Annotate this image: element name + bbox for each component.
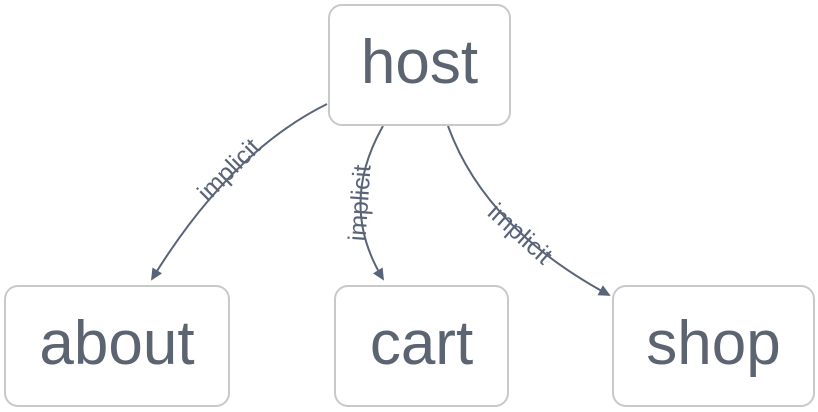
node-shop: shop	[612, 285, 815, 407]
edge-host-shop	[447, 125, 611, 296]
edge-label-host-shop: implicit	[482, 198, 558, 270]
node-host: host	[328, 4, 511, 126]
node-cart-label: cart	[369, 309, 474, 378]
node-cart: cart	[334, 285, 509, 407]
node-about-label: about	[39, 309, 195, 378]
node-shop-label: shop	[646, 309, 781, 378]
node-about: about	[4, 285, 230, 407]
node-host-label: host	[360, 28, 479, 97]
edge-host-about	[151, 103, 328, 281]
edge-label-host-about: implicit	[192, 133, 266, 207]
edge-host-cart	[359, 125, 384, 281]
edge-label-host-cart: implicit	[343, 164, 376, 242]
